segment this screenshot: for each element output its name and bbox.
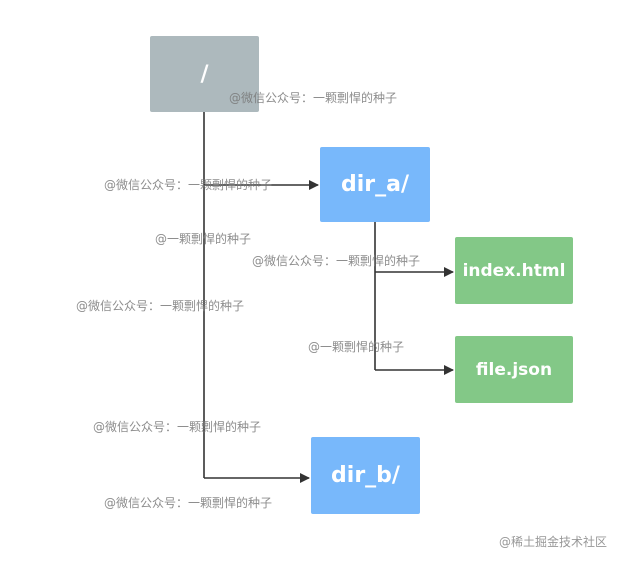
node-dir-a-label: dir_a/ [340,172,410,197]
watermark-text: @微信公众号：一颗剽悍的种子 [252,254,421,268]
watermark-text: @微信公众号：一颗剽悍的种子 [104,496,273,510]
node-dir-b-label: dir_b/ [331,463,400,488]
watermark-text: @微信公众号：一颗剽悍的种子 [229,91,398,105]
site-watermark: @稀土掘金技术社区 [499,535,608,549]
watermark-text: @一颗剽悍的种子 [155,232,252,246]
node-file-json: file.json [455,336,573,403]
watermark-text: @微信公众号：一颗剽悍的种子 [76,299,245,313]
node-dir-a: dir_a/ [320,147,430,222]
node-root-label: / [200,61,209,87]
node-index-html: index.html [455,237,573,304]
node-root: / [150,36,259,112]
node-file-json-label: file.json [475,359,553,380]
node-dir-b: dir_b/ [311,437,420,514]
node-index-html-label: index.html [462,260,566,281]
watermark-text: @一颗剽悍的种子 [308,340,405,354]
watermark-text: @微信公众号：一颗剽悍的种子 [93,420,262,434]
watermark-text: @微信公众号：一颗剽悍的种子 [104,178,273,192]
